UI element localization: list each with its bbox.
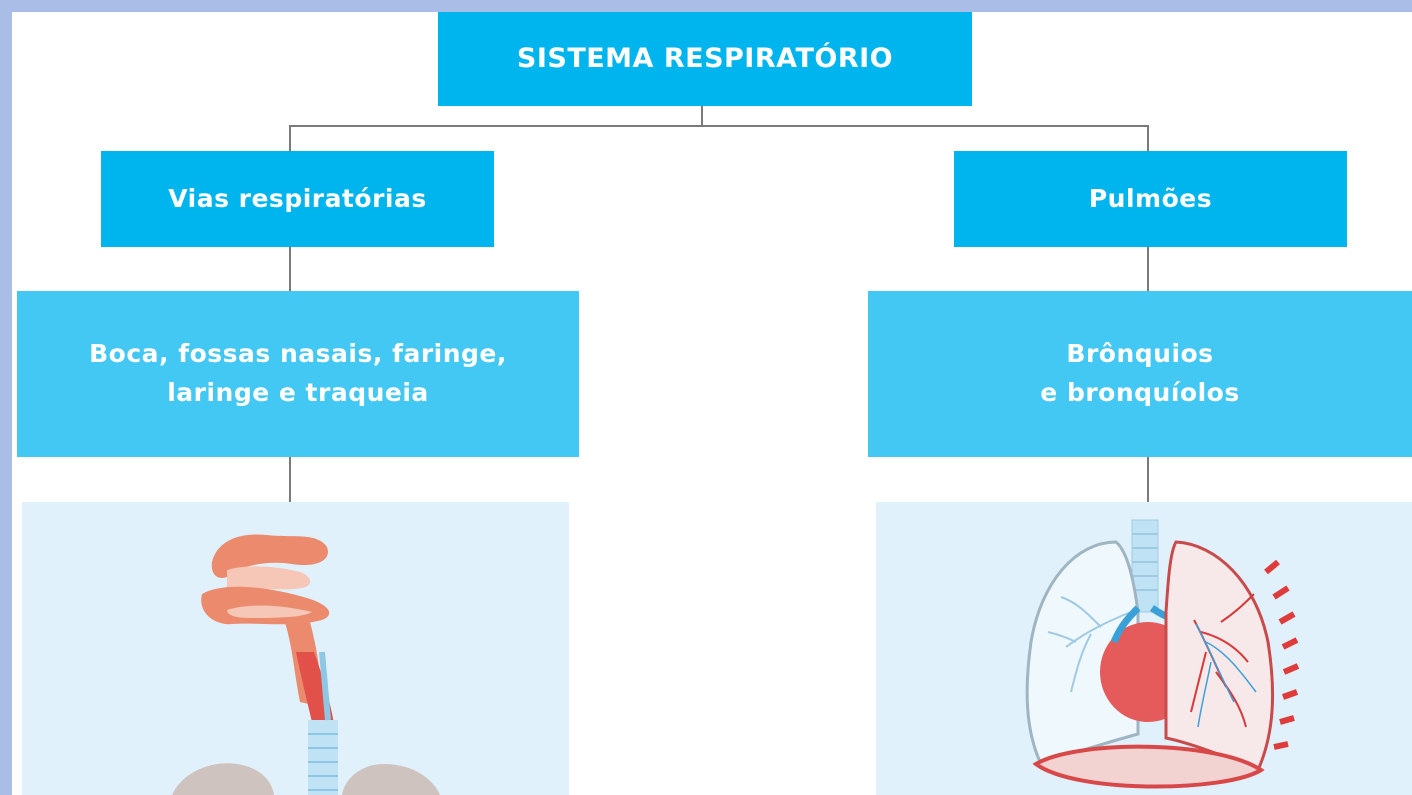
detail-box-airways: Boca, fossas nasais, faringe, laringe e … bbox=[17, 291, 579, 457]
rib-stripes bbox=[1264, 559, 1300, 750]
detail-line: Boca, fossas nasais, faringe, bbox=[89, 339, 507, 369]
trachea-rings bbox=[1132, 533, 1158, 591]
bronchioles-left bbox=[1047, 596, 1132, 693]
palate-shape bbox=[227, 566, 311, 590]
nasal-cavity-shape bbox=[211, 534, 328, 578]
detail-line: Brônquios bbox=[1066, 339, 1214, 369]
vessels-blue bbox=[1195, 623, 1257, 728]
connector-right-drop bbox=[1147, 125, 1149, 152]
connector-left-bottom bbox=[289, 457, 291, 503]
trachea-shape bbox=[308, 720, 338, 795]
esophagus-shape bbox=[319, 651, 331, 721]
lung-silhouette-right bbox=[342, 764, 440, 795]
diagram-title-box: SISTEMA RESPIRATÓRIO bbox=[438, 12, 972, 106]
lung-silhouette-left bbox=[172, 763, 274, 795]
connector-left-drop bbox=[289, 125, 291, 152]
detail-box-lungs: Brônquios e bronquíolos bbox=[868, 291, 1412, 457]
connector-horizontal bbox=[289, 125, 1149, 127]
mouth-cavity-shape bbox=[201, 586, 330, 625]
category-label-lungs: Pulmões bbox=[1088, 183, 1213, 213]
connector-right-mid bbox=[1147, 247, 1149, 292]
airway-illustration-panel bbox=[22, 502, 569, 795]
airway-illustration bbox=[172, 534, 440, 795]
detail-line: laringe e traqueia bbox=[167, 378, 429, 407]
trachea-rings bbox=[308, 733, 338, 791]
diagram-title: SISTEMA RESPIRATÓRIO bbox=[516, 43, 894, 75]
connector-right-bottom bbox=[1147, 457, 1149, 503]
diagram-canvas: SISTEMA RESPIRATÓRIO Vias respiratórias … bbox=[12, 12, 1412, 795]
lung-right-shape bbox=[1164, 540, 1275, 772]
diaphragm-shape bbox=[1032, 744, 1265, 789]
detail-line: e bronquíolos bbox=[1040, 378, 1240, 407]
detail-text-lungs: Brônquios e bronquíolos bbox=[1040, 335, 1239, 413]
connector-left-mid bbox=[289, 247, 291, 292]
category-label-airways: Vias respiratórias bbox=[168, 183, 427, 213]
connector-title-down bbox=[701, 106, 703, 126]
lungs-illustration-panel bbox=[876, 502, 1412, 795]
category-box-airways: Vias respiratórias bbox=[101, 151, 494, 247]
tongue-shape bbox=[227, 605, 312, 618]
detail-text-airways: Boca, fossas nasais, faringe, laringe e … bbox=[89, 335, 507, 413]
category-box-lungs: Pulmões bbox=[954, 151, 1347, 247]
lungs-illustration bbox=[1025, 519, 1300, 789]
